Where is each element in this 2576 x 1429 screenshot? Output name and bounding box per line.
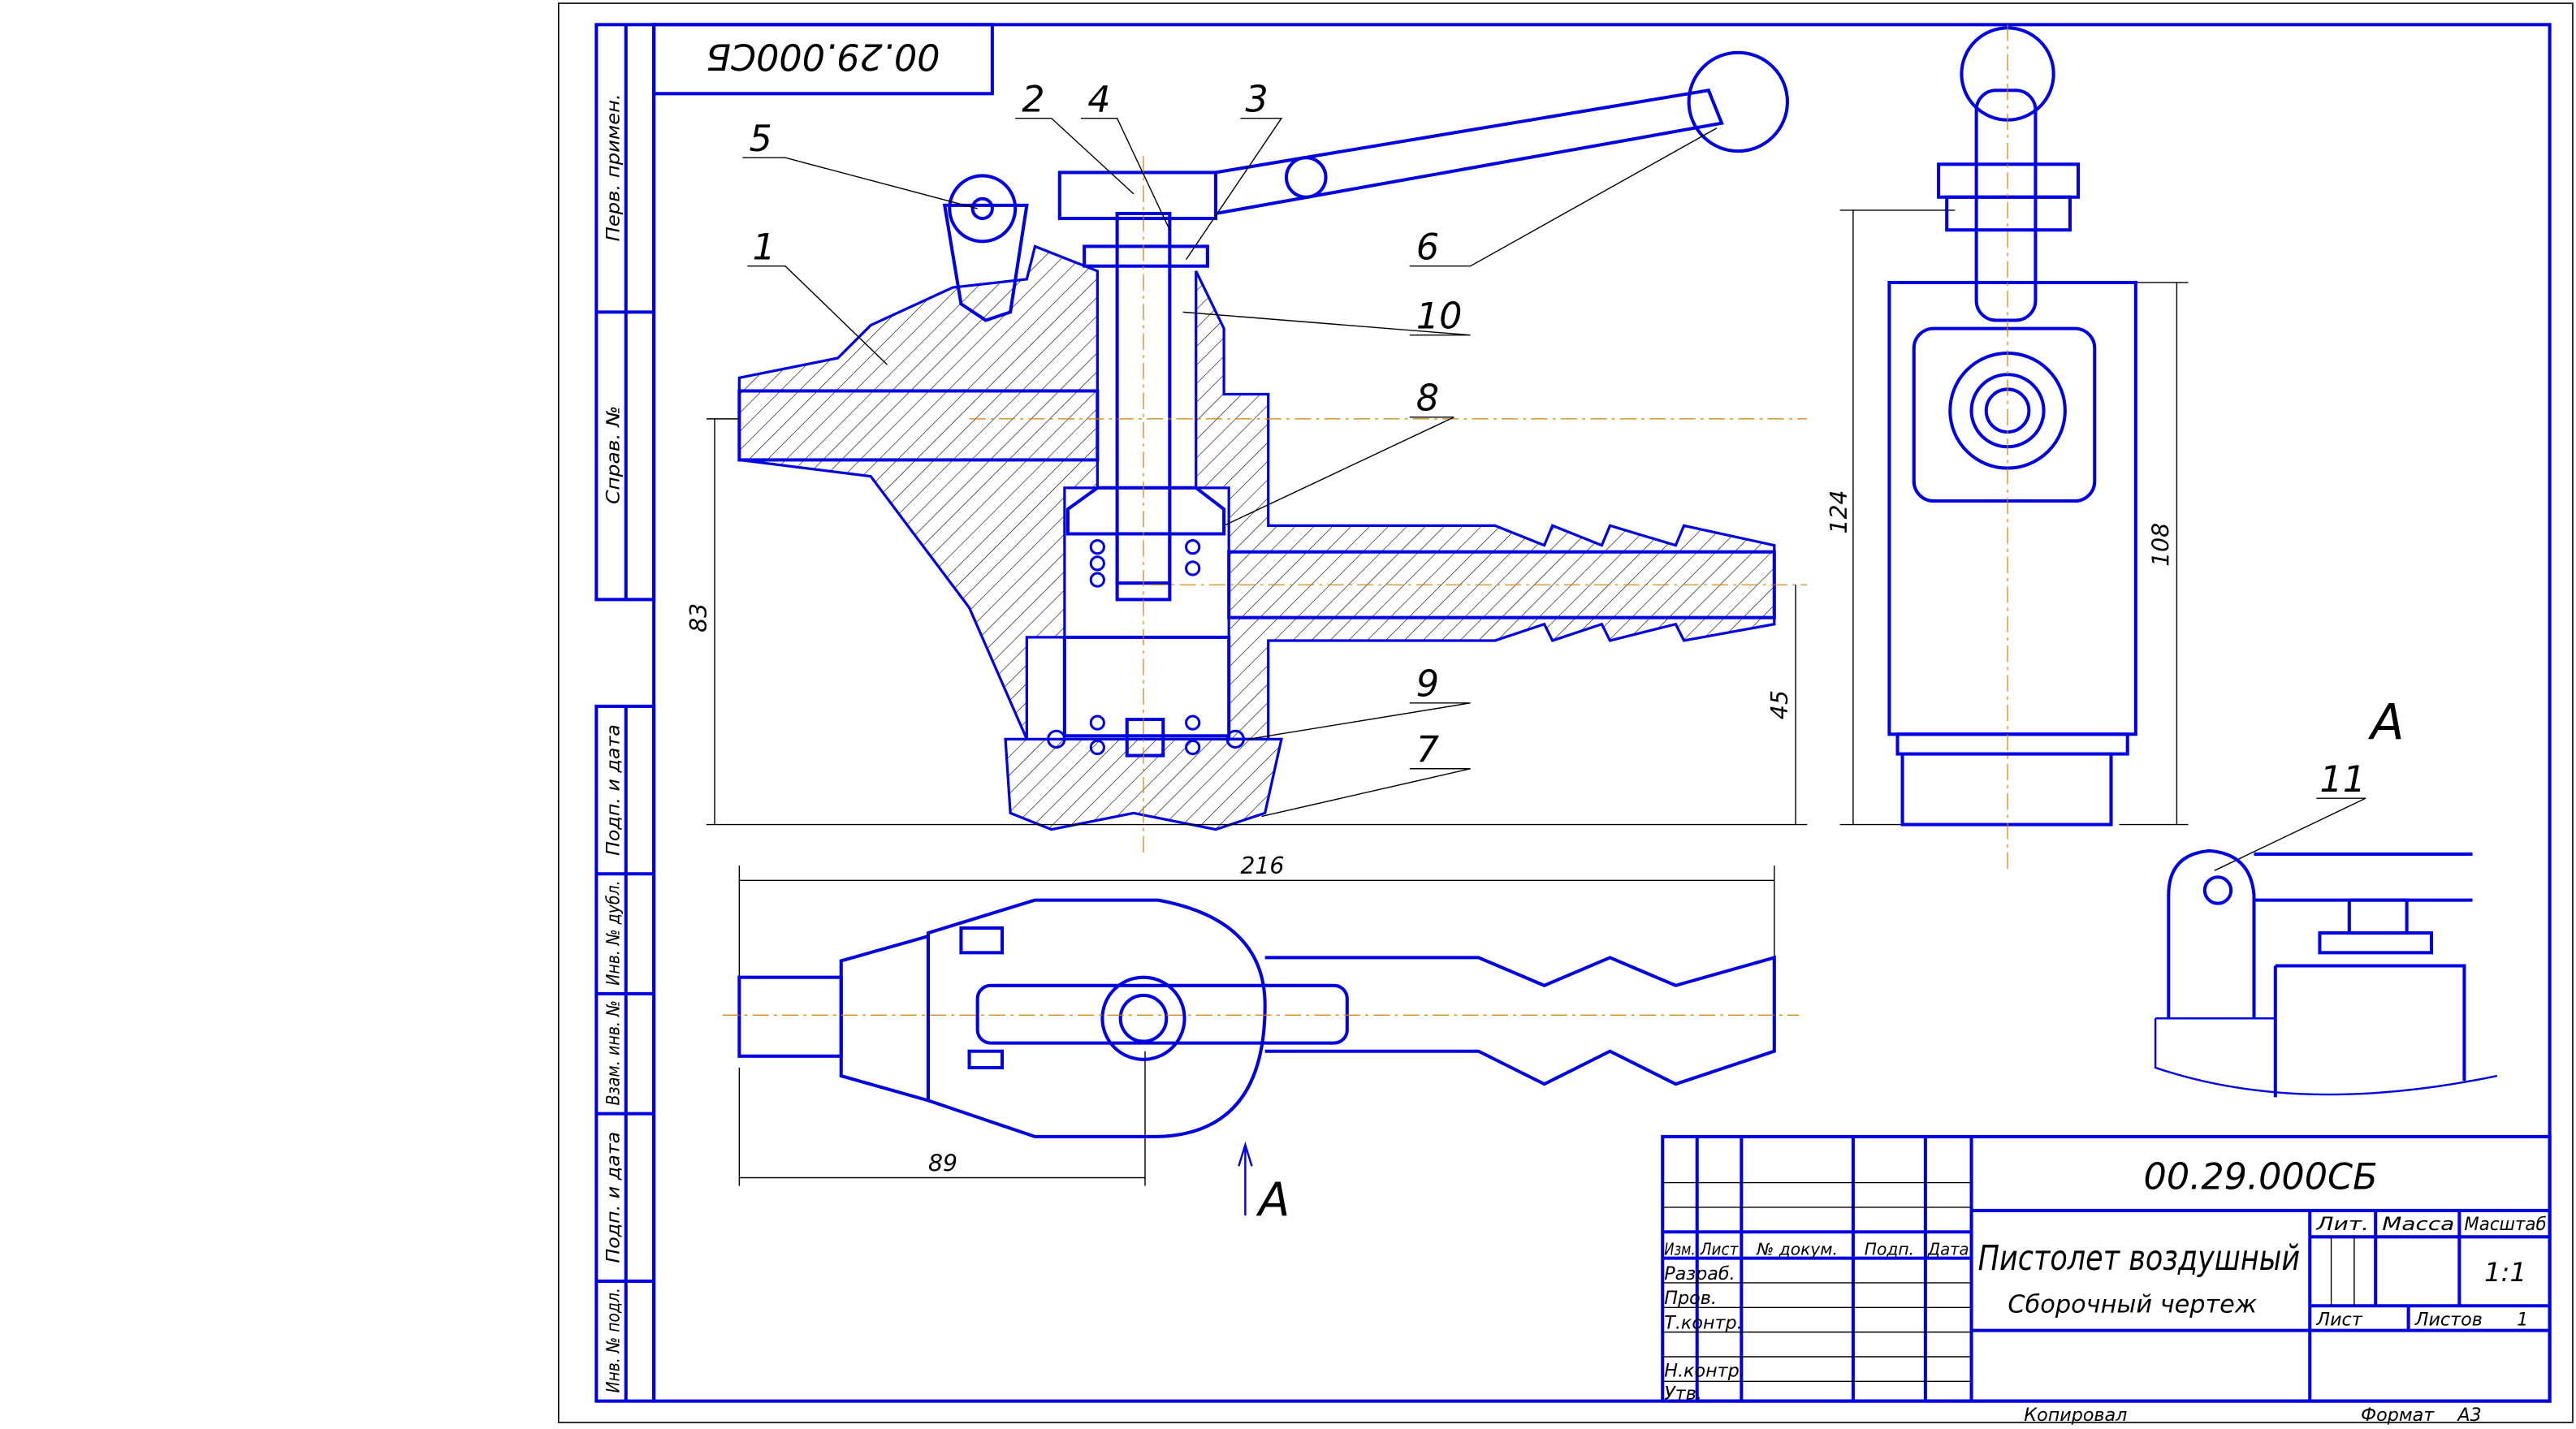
plan-view (723, 898, 1800, 1138)
format-label: Формат (2361, 1405, 2435, 1426)
format-value: A3 (2456, 1405, 2481, 1426)
detail-view-a (2154, 848, 2498, 1098)
copied-label: Копировал (2024, 1405, 2127, 1426)
position-1: 1 (753, 227, 776, 269)
position-5: 5 (749, 119, 772, 160)
position-3: 3 (1245, 80, 1268, 121)
scale-value: 1:1 (2484, 1257, 2526, 1288)
position-leaders (742, 117, 2366, 871)
header-izm: Изм. (1664, 1240, 1695, 1259)
position-6: 6 (1416, 227, 1439, 269)
col-lit: Лит. (2315, 1214, 2369, 1235)
sheets-count: 1 (2517, 1310, 2528, 1331)
title-designation: 00.29.000СБ (2144, 1157, 2378, 1198)
drawing-subtitle: Сборочный чертеж (2008, 1290, 2257, 1319)
position-9: 9 (1416, 664, 1439, 706)
dimension-108: 108 (2147, 523, 2174, 567)
header-sign: Подп. (1865, 1240, 1914, 1259)
stamp-podp-data-2: Подп. и дата (603, 1132, 625, 1263)
position-8: 8 (1416, 378, 1439, 420)
header-date: Дата (1927, 1240, 1969, 1259)
dimension-89: 89 (928, 1150, 957, 1176)
col-scale: Масштаб (2464, 1214, 2546, 1235)
designation-rotated: 00.29.000СБ (706, 36, 940, 77)
title-block (1661, 1134, 2552, 1403)
dimension-124: 124 (1826, 490, 1852, 533)
header-doc-no: № докум. (1756, 1240, 1838, 1259)
sheet-label: Лист (2315, 1310, 2362, 1331)
stamp-inv-dubl: Инв. № дубл. (603, 880, 625, 985)
role-utv: Утв. (1664, 1384, 1702, 1405)
side-stamp: Перв. примен. Справ. № Подп. и дата Инв.… (594, 23, 656, 1403)
stamp-vzam-inv: Взам. инв. № (603, 1000, 625, 1105)
dimension-45: 45 (1766, 690, 1793, 719)
role-tkontr: Т.контр. (1664, 1313, 1742, 1334)
role-nkontr: Н.контр. (1664, 1360, 1745, 1381)
role-prov: Пров. (1664, 1288, 1717, 1309)
role-razrab: Разраб. (1664, 1263, 1735, 1284)
outer-frame (557, 2, 2574, 1423)
side-view (1887, 24, 2137, 871)
stamp-podp-data-1: Подп. и дата (603, 724, 625, 856)
stamp-inv-podl: Инв. № подл. (603, 1288, 625, 1392)
main-section-view (737, 50, 1808, 854)
stamp-perv-primen: Перв. примен. (603, 93, 625, 241)
col-mass: Масса (2382, 1214, 2454, 1235)
dimension-83: 83 (685, 603, 712, 632)
section-arrow-label-a: A (1256, 1173, 1290, 1227)
sheets-label: Листов (2414, 1310, 2483, 1331)
dimension-216: 216 (1240, 853, 1284, 879)
view-label-a: A (2367, 694, 2405, 751)
position-10: 10 (1416, 296, 1463, 338)
header-list: Лист (1700, 1240, 1740, 1259)
dimension-lines (706, 209, 2189, 1186)
drawing-title: Пистолет воздушный (1978, 1239, 2301, 1279)
position-7: 7 (1416, 730, 1439, 771)
position-11: 11 (2319, 759, 2366, 801)
position-4: 4 (1087, 80, 1110, 121)
position-2: 2 (1022, 80, 1044, 121)
stamp-sprav: Справ. № (603, 406, 625, 504)
